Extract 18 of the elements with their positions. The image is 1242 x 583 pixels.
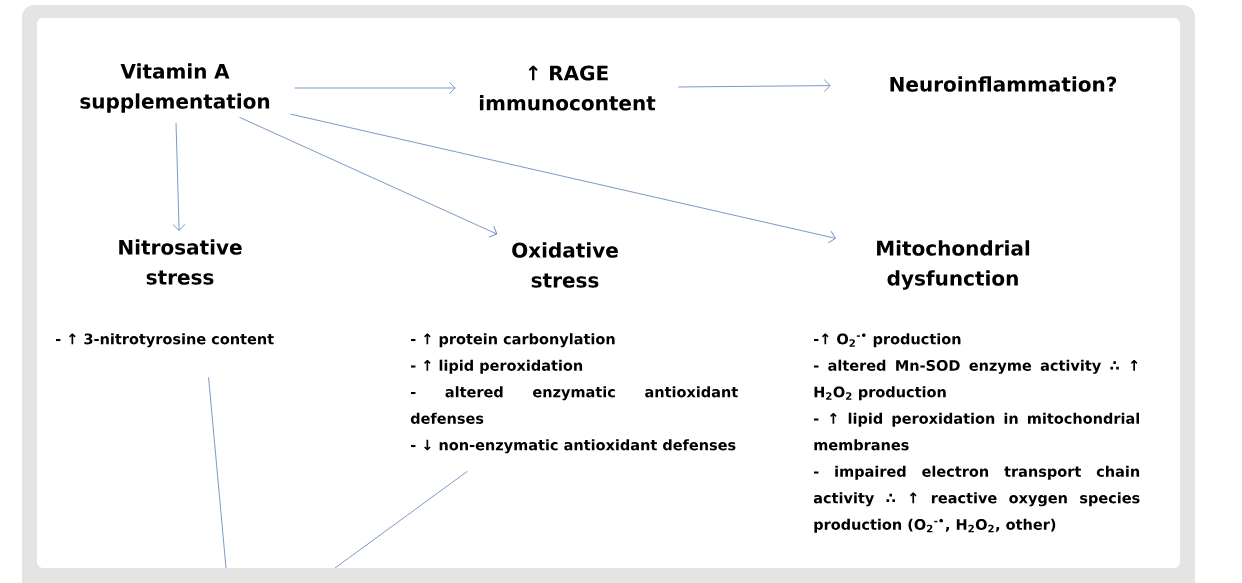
heading-text: Neuroinflammation? [890, 76, 1117, 92]
list-text: - ↑ protein carbonylation - ↑ lipid peroxidation - altered enzymatic antioxidant defenses - ↓ non-enzymatic antioxidant defenses [410, 333, 738, 454]
arrow [172, 122, 186, 231]
list-text: -↑ O$_{2}$$^{-•}$ production - altered Mn-SOD enzyme activity ∴ ↑ H$_{2}$O$_{2}$ production - ↑ lipid peroxidation in mitochondrial membranes - impaired electron transport chain activity ∴ ↑ reactive oxygen species production (O$_{2}$$^{-•}$, H$_{2}$O$_{2}$, other) [813, 333, 1140, 533]
label: - impaired electron transport chain activity ∴ ↑ reactive oxygen species production (O$_{2}$$^{-•}$, H$_{2}$O$_{2}$, other) [813, 465, 1140, 533]
list-text: - ↑ 3-nitrotyrosine content [56, 333, 274, 348]
arrow [290, 113, 836, 244]
heading-text: Mitochondrial dysfunction [877, 240, 1030, 290]
heading-text: Nitrosative stress [119, 239, 242, 285]
label: -↑ O$_{2}$$^{-•}$ production [813, 333, 961, 348]
label: - ↑ lipid peroxidation in mitochondrial membranes [813, 412, 1140, 451]
arrow [677, 79, 831, 93]
arrow [294, 81, 456, 95]
heading-text: Oxidative stress [512, 242, 618, 288]
heading-text: Vitamin A supplementation [80, 63, 270, 113]
arrow [239, 116, 498, 238]
heading-text: ↑ RAGE immunocontent [479, 65, 656, 111]
label: - altered Mn-SOD enzyme activity ∴ ↑ H$_{2}$O$_{2}$ production [813, 359, 1138, 401]
